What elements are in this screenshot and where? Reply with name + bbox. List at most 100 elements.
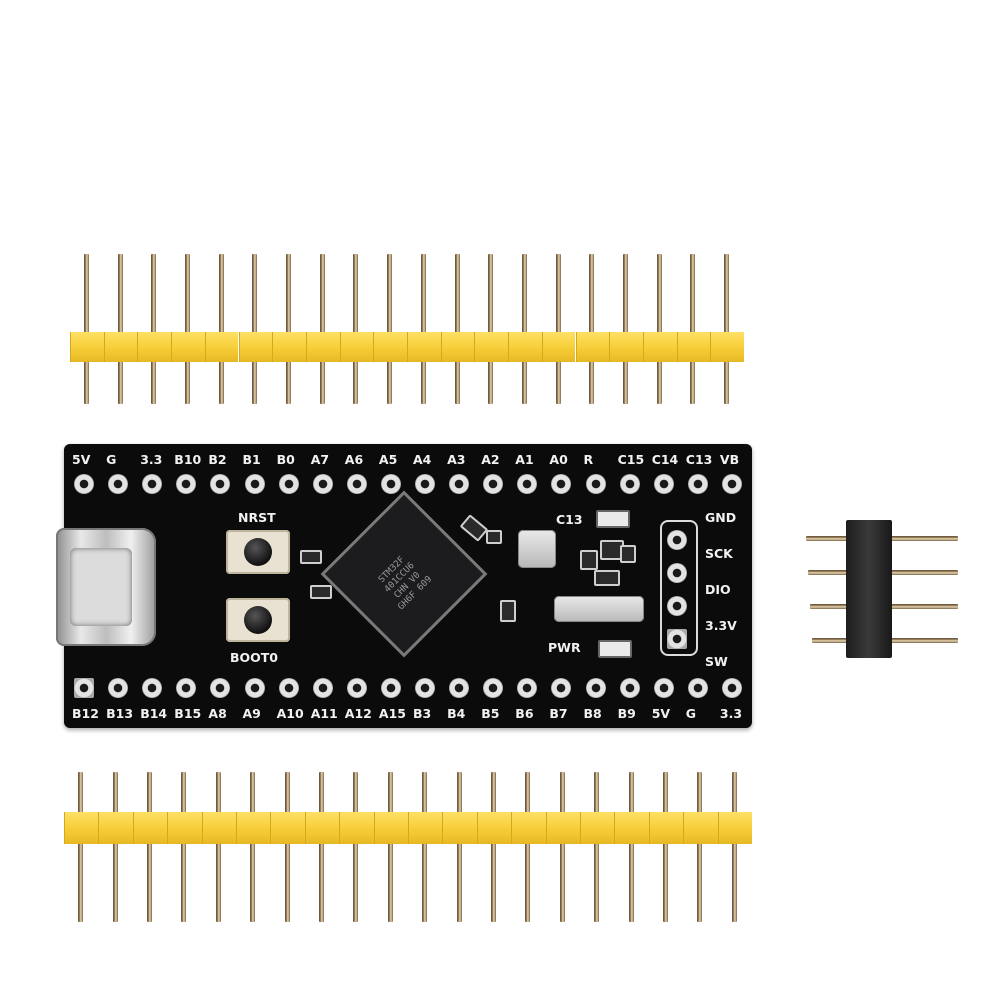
header-plastic-block <box>408 812 443 844</box>
pin-pad <box>619 474 640 494</box>
header-pin <box>525 772 531 922</box>
pin-label: A12 <box>344 706 372 721</box>
pin-pad <box>585 678 606 698</box>
pin-pad <box>176 474 197 494</box>
pin-label: A5 <box>378 452 398 467</box>
header-pin <box>218 254 224 404</box>
header-pin <box>250 772 256 922</box>
header-pin <box>724 254 730 404</box>
header-pin <box>117 254 123 404</box>
pin-pad <box>108 474 129 494</box>
pin-label: 3.3 <box>140 452 163 467</box>
header-pin <box>628 772 634 922</box>
header-pin <box>690 254 696 404</box>
header-plastic-block <box>201 812 236 844</box>
swd-pad-frame <box>660 520 698 656</box>
pin-pad <box>210 474 231 494</box>
header-plastic-block <box>511 812 546 844</box>
pin-label: 5V <box>72 452 91 467</box>
swd-label: SCK <box>705 546 733 561</box>
pin-label: A0 <box>549 452 568 467</box>
pin-pad <box>551 678 572 698</box>
header-plastic-block <box>710 332 744 362</box>
smd-component <box>594 570 620 586</box>
swd-label: GND <box>705 510 737 525</box>
pin-pad <box>244 678 265 698</box>
pin-pad <box>687 678 708 698</box>
header-pin <box>319 254 325 404</box>
smd-component <box>310 585 332 599</box>
pin-label: A15 <box>378 706 406 721</box>
header-plastic-block <box>508 332 542 362</box>
header-plastic-block <box>440 332 475 362</box>
pin-label: R <box>583 452 594 467</box>
pin-pad <box>721 678 742 698</box>
pin-label: B6 <box>515 706 534 721</box>
pin-pad <box>244 474 265 494</box>
pin-label: A9 <box>242 706 261 721</box>
pin-pad <box>380 474 401 494</box>
pin-label: A10 <box>276 706 304 721</box>
reset-button <box>226 530 290 574</box>
header-plastic-block <box>64 812 99 844</box>
pin-label: B5 <box>481 706 500 721</box>
header-plastic-block <box>717 812 752 844</box>
pin-label: VB <box>719 452 740 467</box>
header-plastic-block <box>648 812 684 844</box>
swd-pad <box>667 629 687 649</box>
header-pin <box>83 254 89 404</box>
pin-pad <box>142 678 163 698</box>
swd-pad <box>667 563 687 583</box>
pin-pad <box>551 474 572 494</box>
header-plastic-block <box>676 332 711 362</box>
header-pin <box>456 772 462 922</box>
header-pin <box>353 772 359 922</box>
pin-pad <box>483 474 504 494</box>
pin-label: A11 <box>310 706 338 721</box>
header-pin <box>594 772 600 922</box>
boot0-label: BOOT0 <box>230 650 279 665</box>
header-pin <box>454 254 460 404</box>
header-plastic-block <box>541 332 576 362</box>
led-c13-label: C13 <box>556 512 583 527</box>
pin-pad <box>176 678 197 698</box>
header-plastic-block <box>132 812 168 844</box>
pin-pad <box>449 474 470 494</box>
swd-label: 3.3V <box>705 618 737 633</box>
header-plastic-block <box>171 332 205 362</box>
header-plastic-block <box>272 332 306 362</box>
header-pin <box>286 254 292 404</box>
header-pin <box>284 772 290 922</box>
header-plastic-block <box>339 812 374 844</box>
header-plastic-block <box>683 812 718 844</box>
pin-pad <box>585 474 606 494</box>
header-pin <box>252 254 258 404</box>
header-pin <box>112 772 118 922</box>
pin-pad <box>380 678 401 698</box>
pin-pad <box>312 474 333 494</box>
header-plastic-block <box>373 332 407 362</box>
pin-pad <box>415 678 435 698</box>
pin-label: B12 <box>72 706 99 721</box>
header-plastic-block <box>474 332 509 362</box>
header-plastic-block <box>103 332 138 362</box>
pin-pad <box>74 678 94 698</box>
header-plastic-block <box>575 332 610 362</box>
header-plastic-block <box>167 812 202 844</box>
header-pin <box>215 772 221 922</box>
pin-label: A8 <box>208 706 227 721</box>
pin-label: B9 <box>617 706 636 721</box>
pin-pad <box>517 474 538 494</box>
pin-label: B8 <box>583 706 602 721</box>
pin-pad <box>74 474 94 494</box>
pin-label: B3 <box>413 706 432 721</box>
header-pin <box>387 772 393 922</box>
pin-pad <box>210 678 231 698</box>
header-pin <box>731 772 737 922</box>
header-plastic-block <box>305 332 340 362</box>
header-plastic-block <box>642 332 677 362</box>
pin-label: 5V <box>651 706 671 721</box>
pin-label: A7 <box>310 452 330 467</box>
header-plastic-block <box>545 812 580 844</box>
swd-pad <box>667 596 687 616</box>
